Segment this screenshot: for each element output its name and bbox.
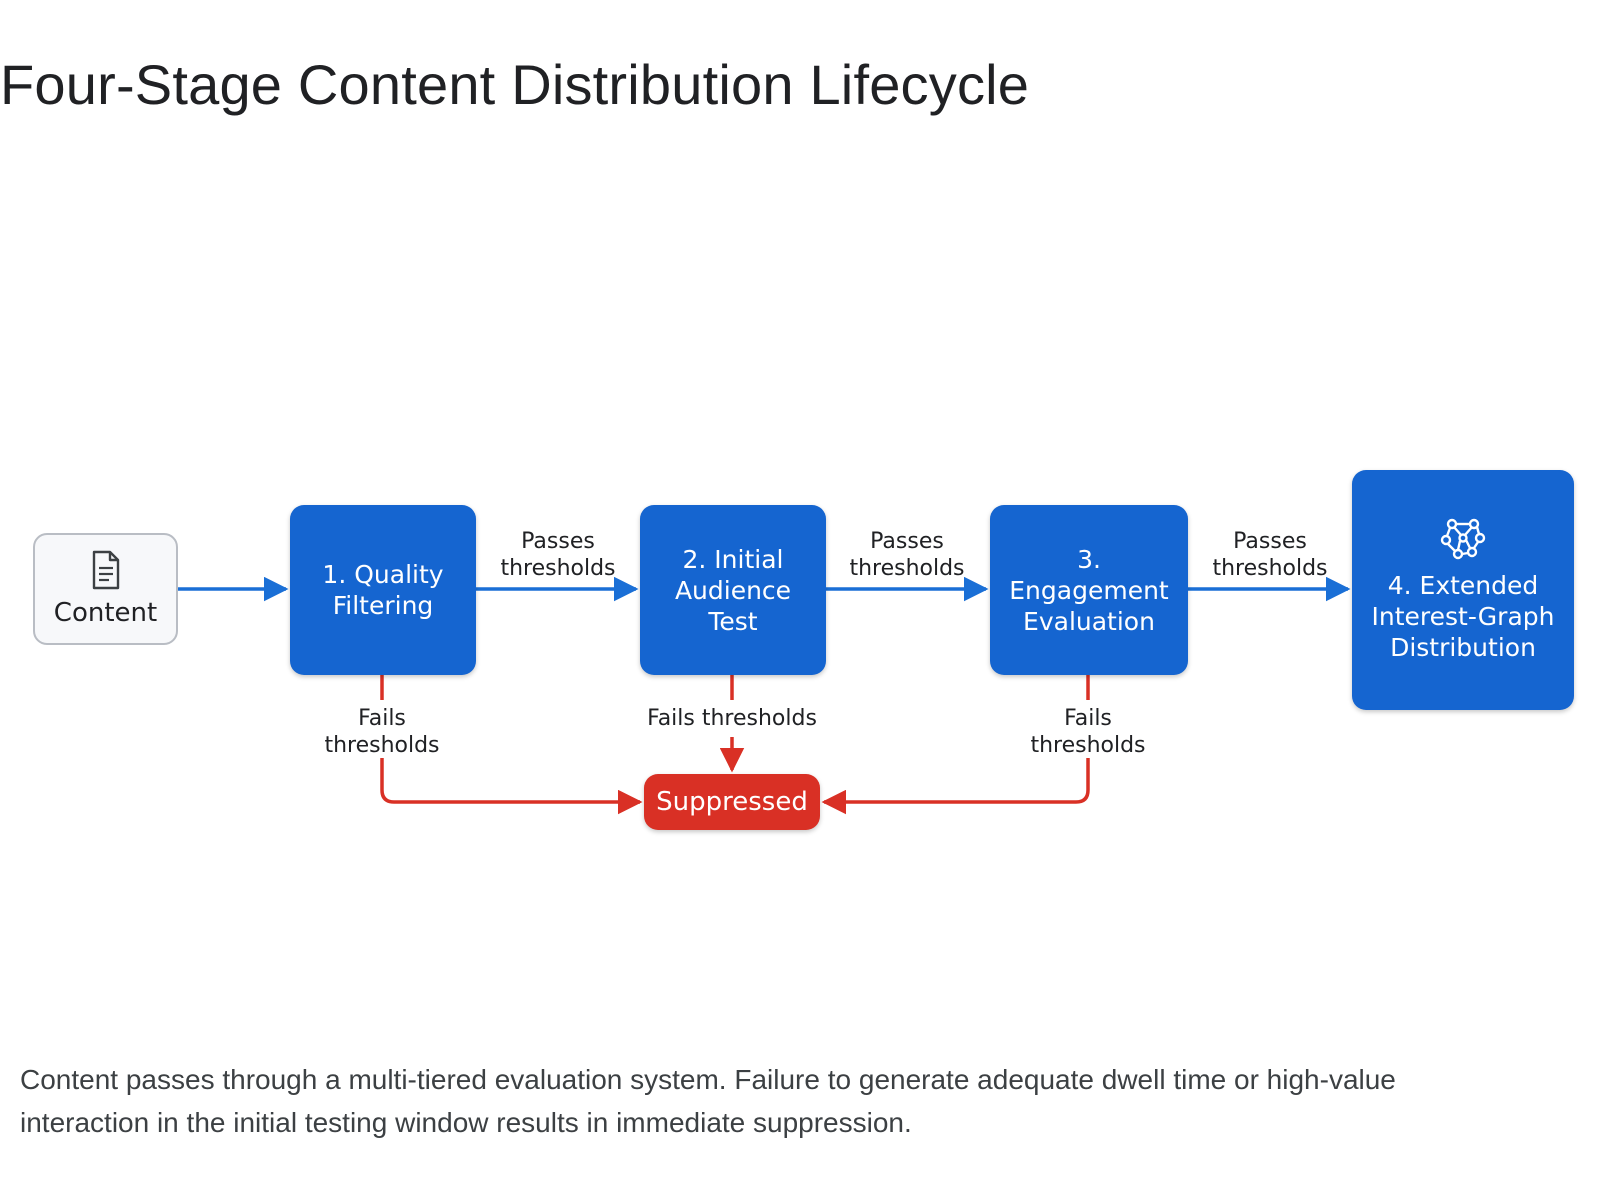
stage-3-engagement-evaluation: 3. Engagement Evaluation (990, 505, 1188, 675)
content-node: Content (33, 533, 178, 645)
diagram-caption: Content passes through a multi-tiered ev… (20, 1064, 1396, 1138)
edge-label-pass-1-2: Passes thresholds (500, 529, 616, 581)
edge-label-pass-2-3: Passes thresholds (849, 529, 965, 581)
stage-1-label: 1. Quality Filtering (322, 560, 444, 620)
suppressed-label: Suppressed (656, 787, 808, 817)
document-icon (92, 550, 119, 590)
stage-1-quality-filtering: 1. Quality Filtering (290, 505, 476, 675)
suppressed-node: Suppressed (644, 774, 820, 830)
edge-label-fail-3: Fails thresholds (1030, 706, 1146, 758)
network-graph-icon (1440, 518, 1486, 559)
edge-label-fail-2: Fails thresholds (647, 706, 817, 731)
stage-2-initial-audience-test: 2. Initial Audience Test (640, 505, 826, 675)
edge-stage3-to-suppressed (821, 758, 1090, 815)
stage-2-label: 2. Initial Audience Test (674, 544, 792, 636)
content-node-label: Content (53, 598, 158, 628)
stage-3-label: 3. Engagement Evaluation (1009, 544, 1169, 636)
stage-4-label: 4. Extended Interest-Graph Distribution (1371, 570, 1555, 662)
edge-stage1-to-suppressed (380, 758, 643, 815)
edge-label-pass-3-4: Passes thresholds (1212, 529, 1328, 581)
edge-label-fail-1: Fails thresholds (324, 706, 440, 758)
stage-4-extended-distribution: 4. Extended Interest-Graph Distribution (1352, 470, 1574, 710)
page-title: Four-Stage Content Distribution Lifecycl… (0, 53, 1030, 116)
